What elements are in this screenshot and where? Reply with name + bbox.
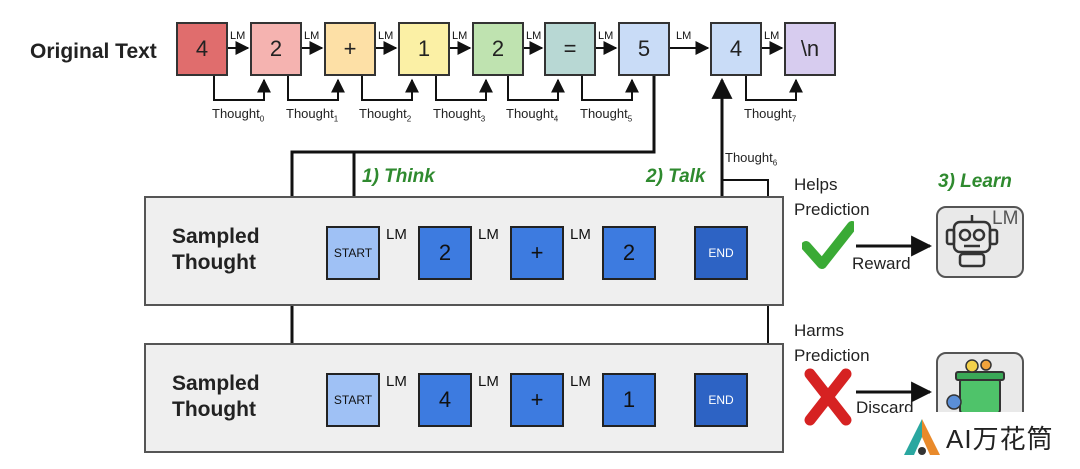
token-box: 4 bbox=[176, 22, 228, 76]
lm-label: LM bbox=[526, 30, 542, 42]
lm-label: LM bbox=[478, 226, 499, 243]
lm-label: LM bbox=[764, 30, 780, 42]
thought-label: Thought3 bbox=[433, 106, 486, 124]
token-box: 4 bbox=[710, 22, 762, 76]
thought-label: Thought4 bbox=[506, 106, 559, 124]
robot-icon bbox=[945, 215, 999, 268]
lm-label: LM bbox=[570, 373, 591, 390]
thought-token-box: + bbox=[510, 226, 564, 280]
lm-label: LM bbox=[230, 30, 246, 42]
token-box: 2 bbox=[250, 22, 302, 76]
thought-token-box: 2 bbox=[418, 226, 472, 280]
robot-lm-icon-box: LM bbox=[936, 206, 1024, 278]
thought-token-box: END bbox=[694, 226, 748, 280]
original-text-label: Original Text bbox=[30, 40, 157, 63]
token-box: 1 bbox=[398, 22, 450, 76]
step-talk: 2) Talk bbox=[646, 166, 706, 187]
panel-1-title: Sampled Thought bbox=[172, 225, 260, 274]
lm-label: LM bbox=[478, 373, 499, 390]
thought-label: Thought0 bbox=[212, 106, 265, 124]
token-box: + bbox=[324, 22, 376, 76]
token-box: 2 bbox=[472, 22, 524, 76]
discard-label: Discard bbox=[856, 398, 914, 417]
watermark: AI万花筒 bbox=[900, 412, 1072, 462]
cross-icon bbox=[804, 368, 852, 426]
helps-prediction-label: Helps Prediction bbox=[794, 175, 870, 219]
lm-label: LM bbox=[452, 30, 468, 42]
thought-token-box: 4 bbox=[418, 373, 472, 427]
lm-label: LM bbox=[598, 30, 614, 42]
trash-icon bbox=[946, 359, 1005, 415]
thought-token-box: 2 bbox=[602, 226, 656, 280]
thought-token-box: START bbox=[326, 373, 380, 427]
token-box: 5 bbox=[618, 22, 670, 76]
reward-label: Reward bbox=[852, 254, 911, 273]
thought-label: Thought7 bbox=[744, 106, 797, 124]
lm-label: LM bbox=[304, 30, 320, 42]
check-icon bbox=[802, 221, 854, 269]
step-learn: 3) Learn bbox=[938, 171, 1012, 192]
panel-2-title: Sampled Thought bbox=[172, 372, 260, 421]
lm-label: LM bbox=[386, 226, 407, 243]
thought-token-box: 1 bbox=[602, 373, 656, 427]
thought-token-box: START bbox=[326, 226, 380, 280]
watermark-text: AI万花筒 bbox=[946, 423, 1054, 454]
step-think: 1) Think bbox=[362, 166, 435, 187]
thought-token-box: END bbox=[694, 373, 748, 427]
lm-label: LM bbox=[378, 30, 394, 42]
token-box: = bbox=[544, 22, 596, 76]
thought-label: Thought2 bbox=[359, 106, 412, 124]
thought-label: Thought6 bbox=[725, 150, 778, 168]
thought-label: Thought5 bbox=[580, 106, 633, 124]
thought-label: Thought1 bbox=[286, 106, 339, 124]
harms-prediction-label: Harms Prediction bbox=[794, 321, 870, 365]
lm-label: LM bbox=[386, 373, 407, 390]
watermark-logo-icon bbox=[904, 419, 940, 455]
lm-label: LM bbox=[570, 226, 591, 243]
thought-token-box: + bbox=[510, 373, 564, 427]
robot-lm-label: LM bbox=[992, 208, 1019, 229]
token-box: \n bbox=[784, 22, 836, 76]
lm-label: LM bbox=[676, 30, 692, 42]
